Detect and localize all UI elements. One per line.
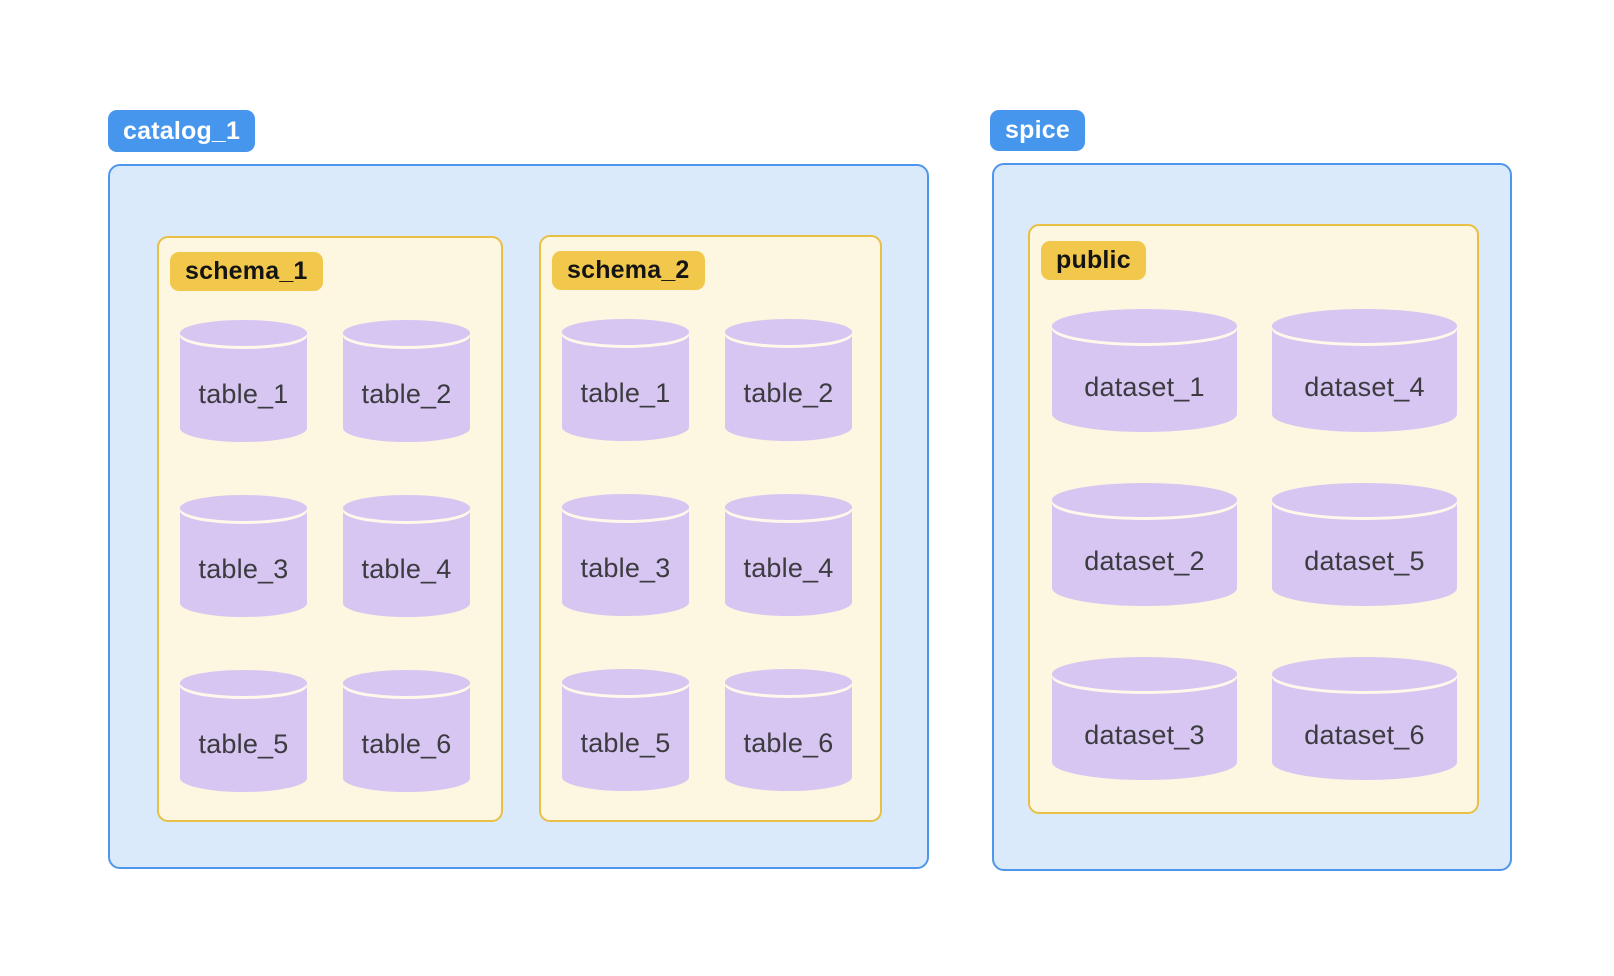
cylinder-body [343,683,470,792]
table-name: table_1 [580,377,671,408]
cylinder-body [1052,674,1237,780]
database-cylinder: dataset_2 [1052,483,1237,606]
database-cylinder: table_1 [562,319,689,441]
cylinder-lid [725,669,852,695]
cylinder-lid [1052,657,1237,691]
cylinder-body [562,682,689,791]
schema-1-label: schema_1 [170,252,323,291]
cylinder-body [180,683,307,792]
table-name: table_6 [361,728,452,759]
cylinder-lid [1052,483,1237,517]
database-cylinder: table_5 [562,669,689,791]
cylinder-lid [180,320,307,346]
catalog-1-label: catalog_1 [108,110,256,152]
table-name: table_6 [743,727,834,758]
cylinder-lid [343,320,470,346]
table-name: table_5 [198,728,289,759]
table-name: table_2 [361,378,452,409]
database-cylinder: dataset_3 [1052,657,1237,780]
dataset-name: dataset_4 [1304,372,1425,402]
database-cylinder: table_2 [725,319,852,441]
dataset-name: dataset_2 [1084,546,1205,576]
cylinder-lid [725,319,852,345]
spice-container: public dataset_1 dataset_4 dataset_2 dat… [992,163,1512,871]
cylinder-body [343,508,470,617]
schema-2-label: schema_2 [552,251,705,290]
catalog-1-container: schema_1 table_1 table_2 table_3 table_4 [108,164,929,869]
schema-1-box: schema_1 table_1 table_2 table_3 table_4 [157,236,503,822]
cylinder-lid [562,494,689,520]
table-name: table_1 [198,378,289,409]
cylinder-body [725,507,852,616]
database-cylinder: table_2 [343,320,470,442]
database-cylinder: dataset_6 [1272,657,1457,780]
dataset-name: dataset_5 [1304,546,1425,576]
cylinder-body [725,332,852,441]
dataset-name: dataset_6 [1304,720,1425,750]
cylinder-lid [180,670,307,696]
schema-1-table-grid: table_1 table_2 table_3 table_4 table_5 [180,320,470,792]
cylinder-lid [343,670,470,696]
database-cylinder: table_6 [343,670,470,792]
schema-2-table-grid: table_1 table_2 table_3 table_4 table_5 [562,319,852,791]
cylinder-lid [725,494,852,520]
cylinder-body [1272,674,1457,780]
schema-2-box: schema_2 table_1 table_2 table_3 table_4 [539,235,882,822]
dataset-name: dataset_3 [1084,720,1205,750]
database-cylinder: table_6 [725,669,852,791]
dataset-name: dataset_1 [1084,372,1205,402]
cylinder-lid [343,495,470,521]
cylinder-body [1052,500,1237,606]
cylinder-lid [1052,309,1237,343]
cylinder-body [180,508,307,617]
cylinder-body [562,507,689,616]
cylinder-lid [1272,657,1457,691]
table-name: table_2 [743,377,834,408]
table-name: table_3 [580,552,671,583]
cylinder-body [1272,326,1457,432]
public-label: public [1041,241,1146,280]
database-cylinder: table_4 [725,494,852,616]
cylinder-lid [1272,483,1457,517]
database-cylinder: dataset_4 [1272,309,1457,432]
cylinder-body [343,333,470,442]
table-name: table_4 [361,553,452,584]
table-name: table_3 [198,553,289,584]
database-cylinder: table_3 [562,494,689,616]
database-cylinder: dataset_1 [1052,309,1237,432]
cylinder-lid [562,319,689,345]
cylinder-lid [180,495,307,521]
table-name: table_5 [580,727,671,758]
database-cylinder: dataset_5 [1272,483,1457,606]
cylinder-body [1052,326,1237,432]
cylinder-lid [562,669,689,695]
cylinder-body [1272,500,1457,606]
cylinder-body [180,333,307,442]
spice-label: spice [990,110,1085,151]
public-box: public dataset_1 dataset_4 dataset_2 dat… [1028,224,1479,814]
cylinder-body [725,682,852,791]
database-cylinder: table_1 [180,320,307,442]
database-cylinder: table_4 [343,495,470,617]
cylinder-lid [1272,309,1457,343]
cylinder-body [562,332,689,441]
public-dataset-grid: dataset_1 dataset_4 dataset_2 dataset_5 [1052,309,1457,780]
database-cylinder: table_3 [180,495,307,617]
table-name: table_4 [743,552,834,583]
database-cylinder: table_5 [180,670,307,792]
